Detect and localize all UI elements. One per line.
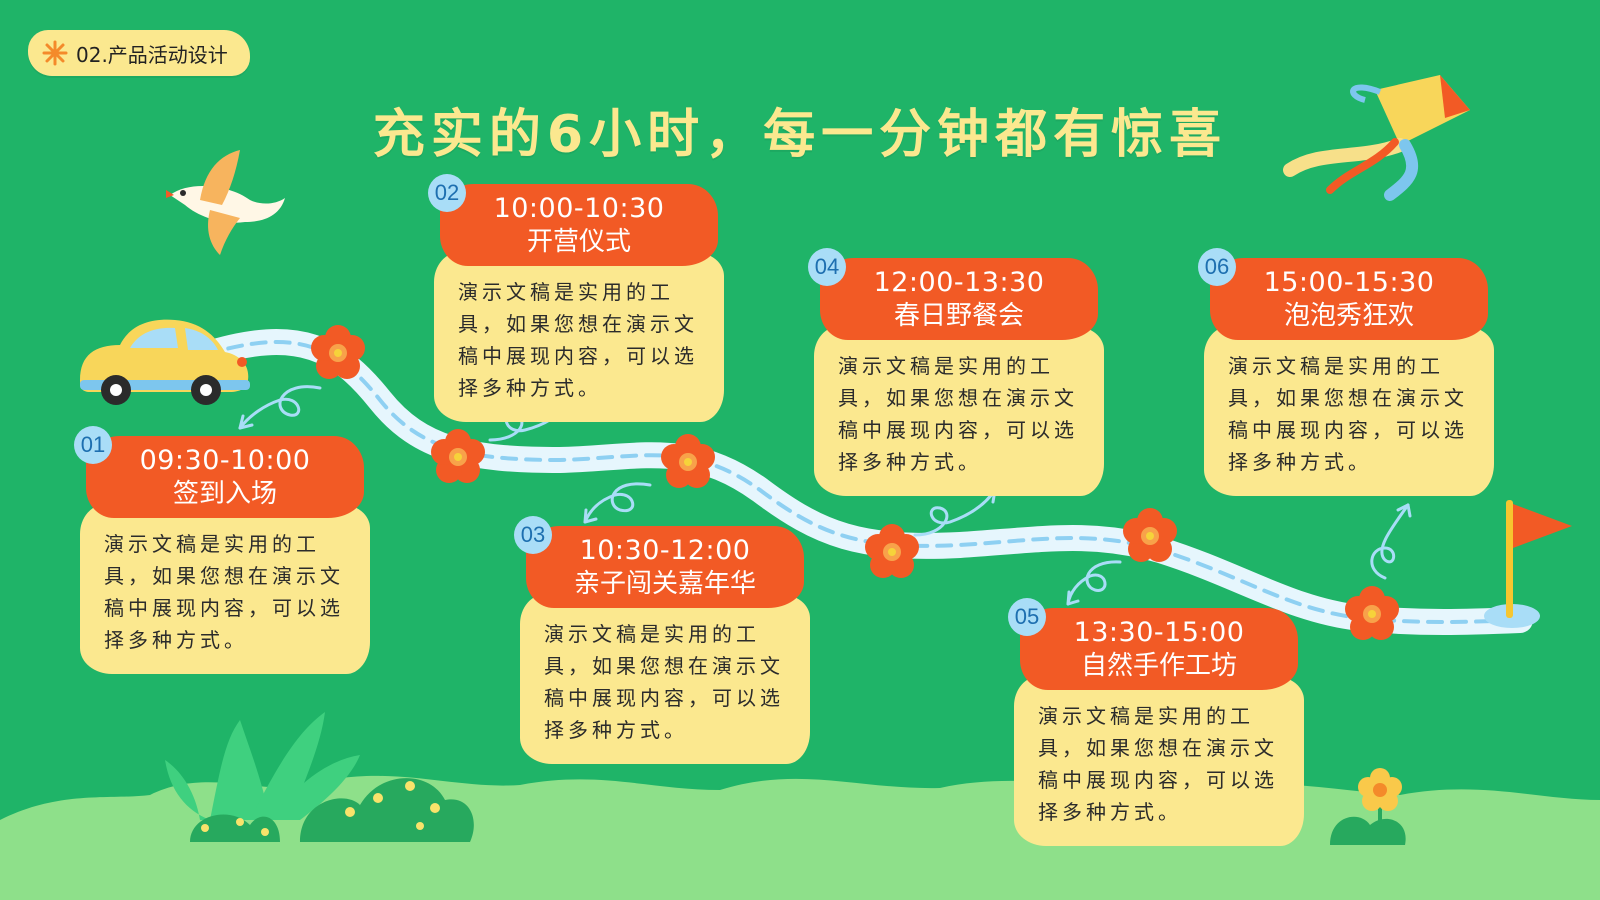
step-description: 演示文稿是实用的工具，如果您想在演示文稿中展现内容，可以选择多种方式。 <box>1014 676 1304 846</box>
step-description: 演示文稿是实用的工具，如果您想在演示文稿中展现内容，可以选择多种方式。 <box>814 326 1104 496</box>
step-name: 泡泡秀狂欢 <box>1283 301 1414 331</box>
flag-icon <box>1506 500 1572 618</box>
bird-icon <box>166 150 285 255</box>
step-header: 09:30-10:00 签到入场 <box>86 436 364 518</box>
bush-icon <box>190 778 474 842</box>
flower-icon <box>661 434 715 488</box>
step-name: 亲子闯关嘉年华 <box>573 569 756 599</box>
flower-plant-icon <box>1330 768 1406 845</box>
page-title: 充实的6小时，每一分钟都有惊喜 <box>372 105 1228 165</box>
step-header: 10:30-12:00 亲子闯关嘉年华 <box>526 526 804 608</box>
step-time: 12:00-13:30 <box>873 267 1045 298</box>
step-time: 10:00-10:30 <box>493 193 665 224</box>
step-time: 09:30-10:00 <box>139 445 311 476</box>
step-time: 13:30-15:00 <box>1073 617 1245 648</box>
step-number-badge: 05 <box>1008 598 1046 636</box>
step-header: 15:00-15:30 泡泡秀狂欢 <box>1210 258 1488 340</box>
asterisk-icon <box>42 40 68 66</box>
step-card-05: 05 13:30-15:00 自然手作工坊 演示文稿是实用的工具，如果您想在演示… <box>1008 598 1304 846</box>
step-name: 开营仪式 <box>526 227 631 257</box>
step-name: 自然手作工坊 <box>1080 651 1237 681</box>
flower-icon <box>311 325 365 379</box>
step-card-03: 03 10:30-12:00 亲子闯关嘉年华 演示文稿是实用的工具，如果您想在演… <box>514 516 810 764</box>
step-name: 春日野餐会 <box>893 301 1024 331</box>
step-card-06: 06 15:00-15:30 泡泡秀狂欢 演示文稿是实用的工具，如果您想在演示文… <box>1198 248 1494 496</box>
step-header: 13:30-15:00 自然手作工坊 <box>1020 608 1298 690</box>
flower-icon <box>1123 508 1177 562</box>
step-description: 演示文稿是实用的工具，如果您想在演示文稿中展现内容，可以选择多种方式。 <box>434 252 724 422</box>
step-description: 演示文稿是实用的工具，如果您想在演示文稿中展现内容，可以选择多种方式。 <box>520 594 810 764</box>
car-icon <box>80 319 250 405</box>
step-number-badge: 01 <box>74 426 112 464</box>
flower-icon <box>1345 586 1399 640</box>
step-time: 10:30-12:00 <box>579 535 751 566</box>
section-tag: 02.产品活动设计 <box>28 30 250 76</box>
step-number-badge: 03 <box>514 516 552 554</box>
kite-icon <box>1283 75 1470 201</box>
step-card-02: 02 10:00-10:30 开营仪式 演示文稿是实用的工具，如果您想在演示文稿… <box>428 174 724 422</box>
step-name: 签到入场 <box>172 479 277 509</box>
step-card-04: 04 12:00-13:30 春日野餐会 演示文稿是实用的工具，如果您想在演示文… <box>808 248 1104 496</box>
step-card-01: 01 09:30-10:00 签到入场 演示文稿是实用的工具，如果您想在演示文稿… <box>74 426 370 674</box>
section-tag-label: 02.产品活动设计 <box>76 42 228 67</box>
step-description: 演示文稿是实用的工具，如果您想在演示文稿中展现内容，可以选择多种方式。 <box>80 504 370 674</box>
step-description: 演示文稿是实用的工具，如果您想在演示文稿中展现内容，可以选择多种方式。 <box>1204 326 1494 496</box>
step-header: 12:00-13:30 春日野餐会 <box>820 258 1098 340</box>
step-number-badge: 06 <box>1198 248 1236 286</box>
step-number-badge: 02 <box>428 174 466 212</box>
step-time: 15:00-15:30 <box>1263 267 1435 298</box>
step-number-badge: 04 <box>808 248 846 286</box>
road-dashes <box>203 340 1522 624</box>
step-header: 10:00-10:30 开营仪式 <box>440 184 718 266</box>
leaf-plant-icon <box>165 712 360 820</box>
